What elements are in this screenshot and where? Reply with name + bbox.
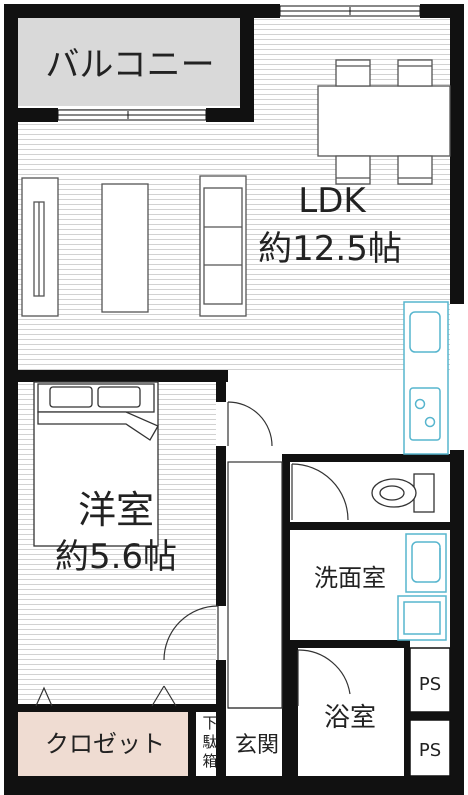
ldk-name-label: LDK bbox=[298, 181, 367, 221]
western-room-name-label: 洋室 bbox=[78, 488, 154, 532]
shoe-box-label-2: 駄 bbox=[202, 733, 217, 751]
balcony-label: バルコニー bbox=[45, 45, 214, 85]
ldk-size-label: 約12.5帖 bbox=[258, 229, 402, 269]
shoe-box-label-3: 箱 bbox=[202, 752, 217, 770]
sofa-icon bbox=[199, 175, 247, 317]
door-swing-icon bbox=[35, 401, 351, 707]
bathroom-floor bbox=[298, 648, 404, 776]
dining-chair-icon bbox=[335, 59, 433, 185]
shoe-box-label-1: 下 bbox=[202, 714, 217, 732]
kitchen-sink-icon bbox=[409, 311, 441, 353]
balcony-window-top bbox=[279, 5, 421, 17]
western-room-size-label: 約5.6帖 bbox=[55, 537, 177, 577]
balcony-area bbox=[18, 18, 242, 106]
washing-machine-icon bbox=[397, 595, 447, 641]
washroom-label: 洗面室 bbox=[314, 564, 386, 592]
washbasin-icon bbox=[405, 533, 447, 593]
entrance-label: 玄関 bbox=[235, 733, 279, 758]
ps-lower-label: PS bbox=[419, 740, 441, 761]
ps-upper-box bbox=[409, 647, 451, 713]
closet-area bbox=[18, 712, 190, 776]
toilet-icon bbox=[371, 473, 435, 513]
low-table-icon bbox=[101, 183, 149, 313]
balcony-window-left bbox=[57, 109, 207, 121]
walls bbox=[4, 4, 464, 795]
dining-table-icon bbox=[317, 85, 451, 157]
stove-icon bbox=[409, 387, 441, 441]
ps-upper-label: PS bbox=[419, 674, 441, 695]
tv-stand-icon bbox=[21, 177, 59, 317]
closet-label: クロゼット bbox=[45, 730, 165, 758]
corridor-floor bbox=[226, 382, 282, 708]
ps-lower-box bbox=[409, 719, 451, 777]
corridor-walls bbox=[227, 461, 283, 709]
bed-icon bbox=[33, 381, 159, 547]
bathroom-label: 浴室 bbox=[324, 703, 376, 733]
